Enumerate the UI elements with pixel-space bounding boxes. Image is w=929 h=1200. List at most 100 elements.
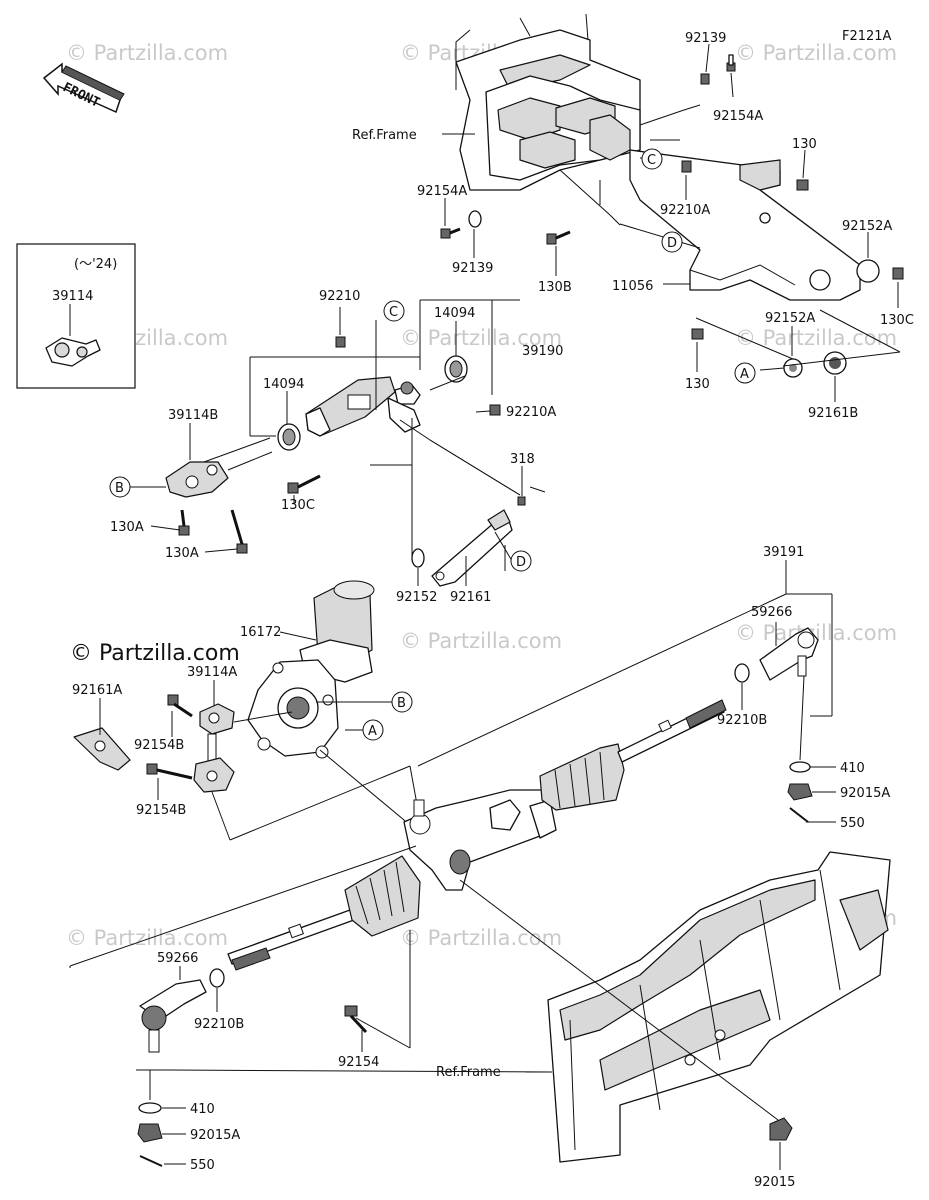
leader-lines-rack xyxy=(69,560,836,1170)
washer-92139-left xyxy=(468,210,482,228)
callout-b-left: B xyxy=(109,476,131,498)
svg-text:C: C xyxy=(647,153,656,168)
bolt-130C-left xyxy=(287,474,321,494)
bolt-130A-2 xyxy=(230,509,248,554)
watermark: © Partzilla.com xyxy=(400,326,562,350)
svg-text:A: A xyxy=(740,367,749,382)
eps-motor-16172 xyxy=(247,580,375,759)
bushing-92161B xyxy=(823,351,847,375)
yoke-39114A xyxy=(193,703,235,793)
part-label-92152: 92152 xyxy=(396,590,437,605)
front-arrow-icon: FRONT xyxy=(42,62,125,114)
watermark: © Partzilla.com xyxy=(400,629,562,653)
part-label-39114B: 39114B xyxy=(168,408,218,423)
lock-nut-92210B-right xyxy=(734,663,750,683)
svg-text:D: D xyxy=(516,555,526,570)
leader-lines-motor xyxy=(99,631,419,841)
watermark-main: © Partzilla.com xyxy=(70,641,240,666)
part-label-92154A: 92154A xyxy=(713,109,763,124)
part-label-550: 550 xyxy=(840,816,865,831)
part-label-92210B: 92210B xyxy=(717,713,767,728)
washer-92152A-top xyxy=(856,259,880,283)
svg-text:C: C xyxy=(389,305,398,320)
part-label-130A: 130A xyxy=(110,520,144,535)
part-label-92210A: 92210A xyxy=(660,203,710,218)
svg-text:A: A xyxy=(368,724,377,739)
tie-rod-end-59266-left xyxy=(139,979,207,1053)
leader-lines-upper xyxy=(130,299,546,586)
part-label-39114: 39114 xyxy=(52,289,93,304)
part-label-92210B: 92210B xyxy=(194,1017,244,1032)
watermark: © Partzilla.com xyxy=(735,41,897,65)
watermark: © Partzilla.com xyxy=(66,926,228,950)
callout-a-motor: A xyxy=(362,719,384,741)
svg-text:B: B xyxy=(115,481,124,496)
callout-d-top: D xyxy=(661,231,683,253)
part-label-92154A: 92154A xyxy=(417,184,467,199)
part-label-410: 410 xyxy=(840,761,865,776)
bolt-92154B-1 xyxy=(167,694,193,718)
part-label-92154B: 92154B xyxy=(134,738,184,753)
part-label-92161B: 92161B xyxy=(808,406,858,421)
callout-b-motor: B xyxy=(391,691,413,713)
inset-box: (～'24) 39114 xyxy=(16,243,136,389)
part-label-130A: 130A xyxy=(165,546,199,561)
link-92161 xyxy=(431,509,513,587)
lock-nut-92210B-left xyxy=(209,968,225,988)
part-label-410: 410 xyxy=(190,1102,215,1117)
bolt-92154 xyxy=(344,1005,368,1034)
steering-shaft-bracket-39190 xyxy=(305,376,521,496)
seal-14094-left xyxy=(277,423,301,451)
part-label-39190: 39190 xyxy=(522,344,563,359)
svg-text:B: B xyxy=(397,696,406,711)
ref-frame-label: Ref.Frame xyxy=(352,128,417,143)
bolt-130-mid xyxy=(691,328,704,340)
bolt-92015 xyxy=(769,1117,793,1141)
part-labels: 92139 92154A 130 92152A 130C 92152A 9216… xyxy=(72,31,914,1190)
part-label-92154B: 92154B xyxy=(136,803,186,818)
part-label-59266: 59266 xyxy=(157,951,198,966)
yoke-39114B xyxy=(165,451,273,498)
seal-14094-right xyxy=(444,355,468,383)
part-label-11056: 11056 xyxy=(612,279,653,294)
part-label-130: 130 xyxy=(685,377,710,392)
part-label-14094: 14094 xyxy=(263,377,304,392)
nut-92015A-left xyxy=(137,1123,163,1143)
part-label-39114A: 39114A xyxy=(187,665,237,680)
watermark: © Partzilla.com xyxy=(66,41,228,65)
callout-c-mid: C xyxy=(383,300,405,322)
nut-92015A-right xyxy=(787,783,813,801)
washer-92152 xyxy=(411,548,425,568)
bolt-92154A-top xyxy=(726,54,736,72)
bolt-92139-top xyxy=(700,73,710,85)
part-label-130B: 130B xyxy=(538,280,572,295)
pin-318 xyxy=(517,496,526,506)
callout-a-top: A xyxy=(734,362,756,384)
part-label-550: 550 xyxy=(190,1158,215,1173)
bracket-92161A xyxy=(73,727,131,771)
callout-d-mid: D xyxy=(510,550,532,572)
part-label-92161: 92161 xyxy=(450,590,491,605)
part-label-92154: 92154 xyxy=(338,1055,379,1070)
nut-92210A-mid xyxy=(489,404,501,416)
leader-lines-top xyxy=(442,43,901,402)
part-label-92161A: 92161A xyxy=(72,683,122,698)
washer-92152A-mid xyxy=(783,358,803,378)
part-label-14094: 14094 xyxy=(434,306,475,321)
universal-joint-39114 xyxy=(45,337,101,367)
part-label-318: 318 xyxy=(510,452,535,467)
washer-410-right xyxy=(789,761,811,773)
part-label-92210A: 92210A xyxy=(506,405,556,420)
bracket-11056 xyxy=(629,149,861,301)
part-label-92015A: 92015A xyxy=(840,786,890,801)
part-label-130: 130 xyxy=(792,137,817,152)
inset-note: (～'24) xyxy=(74,257,117,272)
part-label-16172: 16172 xyxy=(240,625,281,640)
ref-frame-label: Ref.Frame xyxy=(436,1065,501,1080)
part-label-92015: 92015 xyxy=(754,1175,795,1190)
ref-frame-bottom xyxy=(547,851,891,1163)
bolt-130B xyxy=(546,230,571,245)
nut-92210 xyxy=(335,336,346,348)
part-label-92152A: 92152A xyxy=(765,311,815,326)
cotter-pin-550-right xyxy=(789,807,809,823)
